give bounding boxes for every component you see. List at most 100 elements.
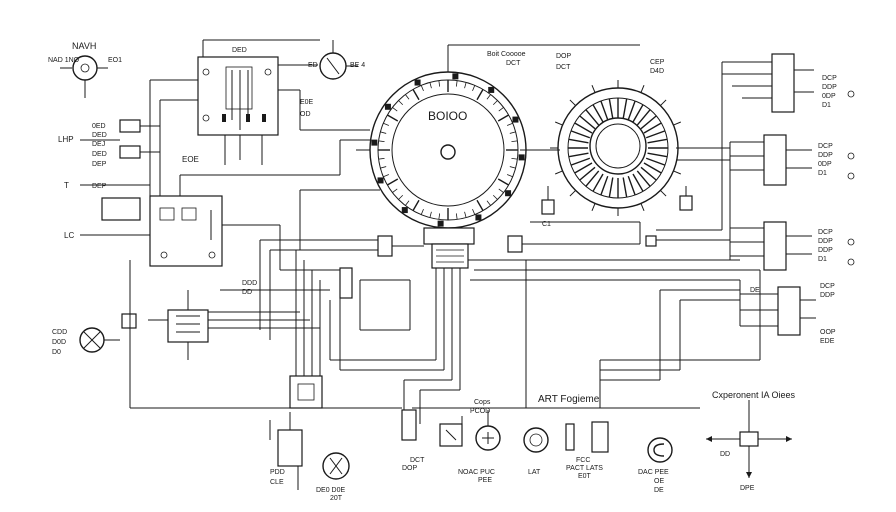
dial-tick <box>412 89 420 101</box>
r3a: DCP <box>818 229 833 236</box>
right-connector-3 <box>730 221 855 271</box>
main-dial <box>369 71 527 269</box>
label-relay: EOE <box>182 155 199 164</box>
stator-tooth <box>622 177 628 198</box>
stator-tooth <box>574 122 593 134</box>
r1d: D1 <box>822 102 831 109</box>
r1b: DDP <box>822 84 837 91</box>
r2d: D1 <box>818 170 827 177</box>
stator-spoke <box>640 203 645 212</box>
dial-tick <box>420 85 424 92</box>
dial-bolt <box>371 139 378 146</box>
label-left-b2: DEP <box>92 161 107 168</box>
mid-terminal-block <box>148 290 320 360</box>
top-relay-unit <box>197 39 320 165</box>
stator-tooth <box>632 104 644 123</box>
stator-tooth <box>645 130 666 139</box>
dial-tick <box>387 114 399 122</box>
dial-tick <box>498 188 504 193</box>
dial-tick <box>383 174 390 178</box>
dial-bolt <box>452 73 459 80</box>
left-connector-block <box>80 119 160 236</box>
label-bottom-motor-sub: 20T <box>330 495 343 502</box>
dial-tick <box>392 107 398 112</box>
dial-tick <box>509 131 516 134</box>
c-box-b: PCOD <box>470 408 490 415</box>
dial-tick <box>405 94 410 100</box>
label-left-motor-a: CDD <box>52 329 67 336</box>
dial-tick <box>387 178 399 186</box>
c-box-f: LAT <box>528 469 541 476</box>
dial-bolt <box>505 190 512 197</box>
gear-label-b: D4D <box>650 68 664 75</box>
dial-tick <box>429 211 432 218</box>
label-eo1: EO1 <box>108 57 122 64</box>
dial-tick <box>438 80 441 87</box>
dial-tick <box>398 100 404 106</box>
dial-tick <box>511 157 518 160</box>
right-c-b: OE <box>654 478 664 485</box>
stator-tooth <box>570 130 591 139</box>
dial-tick <box>492 100 498 106</box>
label-left-b1: DED <box>92 151 107 158</box>
main-dial-ticks <box>371 73 525 227</box>
dial-tick <box>420 208 424 215</box>
c-box-j: DOP <box>402 465 418 472</box>
r4a: DCP <box>820 283 835 290</box>
dial-tick <box>497 114 509 122</box>
dial-head-a: Boit Cooooe <box>487 51 526 58</box>
top-meter <box>319 40 358 80</box>
bottom-motor <box>322 452 350 480</box>
stator-tooth <box>570 157 591 166</box>
dial-tick <box>476 89 484 101</box>
dial-tick <box>383 122 390 126</box>
dial-tick <box>506 174 513 178</box>
r2b: DDP <box>818 152 833 159</box>
stator-tooth <box>585 170 600 187</box>
stator-tooth <box>592 104 604 123</box>
r2a: DCP <box>818 143 833 150</box>
dial-bolt <box>401 207 408 214</box>
stator-tooth <box>627 175 636 196</box>
bottom-left-switch <box>269 412 303 490</box>
wiring-harness <box>129 62 761 409</box>
label-meter-a: ED <box>308 62 318 69</box>
dial-tick <box>506 122 513 126</box>
stator-tooth <box>608 177 614 198</box>
stator-tooth <box>636 109 651 126</box>
r2c: 0DP <box>818 161 832 168</box>
stator-tooth <box>600 175 609 196</box>
label-left-a3: DEJ <box>92 141 105 148</box>
stator-tooth <box>645 157 666 166</box>
label-side-lc: LC <box>64 231 74 240</box>
bottom-right-c-component <box>647 437 673 463</box>
right-c-c: DE <box>654 487 664 494</box>
stator-tooth <box>643 122 662 134</box>
r3c: DDP <box>818 247 833 254</box>
dial-tick <box>429 82 432 89</box>
stator-tooth <box>640 166 657 181</box>
dial-tick <box>472 208 476 215</box>
label-left-a2: DED <box>92 132 107 139</box>
stator-spoke <box>591 203 596 212</box>
stator-spoke <box>660 99 667 106</box>
left-motor <box>79 313 137 353</box>
label-side-lhp: LHP <box>58 135 74 144</box>
dial-tick <box>492 194 498 200</box>
dial-tick <box>486 94 491 100</box>
dial-bolt <box>384 103 391 110</box>
right-cross-b: DPE <box>740 485 755 492</box>
stator-tooth <box>579 115 596 130</box>
label-top-center-c: OD <box>300 111 311 118</box>
stator-tooth <box>627 100 636 121</box>
dial-tick <box>486 200 491 206</box>
bottom-right-crosshair <box>706 400 792 478</box>
stator-tooth <box>632 173 644 192</box>
r1c: 0DP <box>822 93 836 100</box>
c-box-g: FCC <box>576 457 590 464</box>
stator-spoke <box>640 84 645 93</box>
right-connector-2 <box>730 134 855 186</box>
c-box-c: DCT <box>410 457 425 464</box>
stator-tooth <box>647 138 668 144</box>
